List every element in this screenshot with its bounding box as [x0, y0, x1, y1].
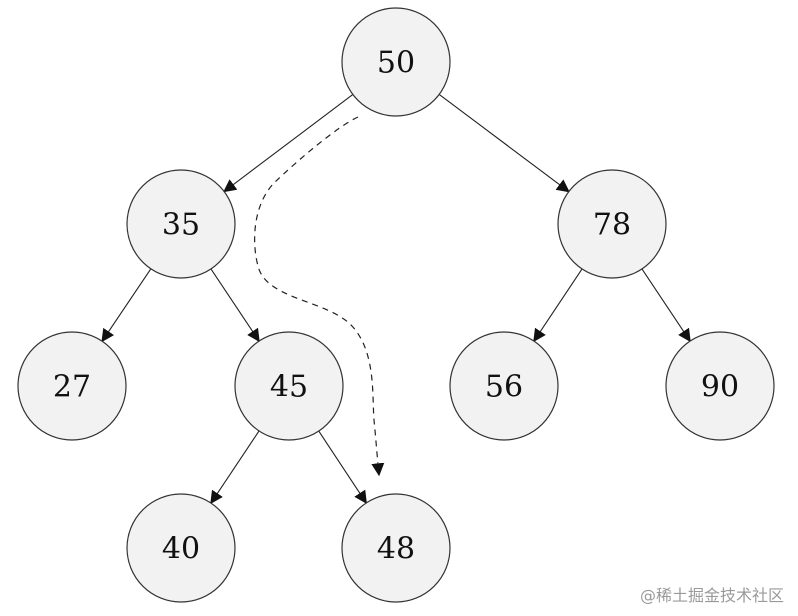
edge-45-40 — [210, 430, 260, 505]
edge-50-35 — [223, 94, 354, 193]
watermark-text: @稀土掘金技术社区 — [639, 586, 784, 605]
node-40: 40 — [126, 493, 236, 603]
search-path-dashed — [254, 116, 385, 477]
node-27-label: 27 — [53, 370, 91, 405]
node-27-circle — [17, 331, 127, 441]
edge-45-48 — [318, 430, 367, 505]
node-35: 35 — [126, 169, 236, 279]
node-90-label: 90 — [701, 370, 739, 405]
node-78-circle — [557, 169, 667, 279]
node-40-circle — [126, 493, 236, 603]
edge-35-27 — [101, 268, 152, 343]
edge-78-90 — [641, 268, 691, 343]
node-45-label: 45 — [270, 370, 308, 405]
node-48-circle — [341, 493, 451, 603]
node-48-label: 48 — [377, 532, 415, 567]
node-48: 48 — [341, 493, 451, 603]
edge-35-45 — [210, 268, 260, 343]
node-78: 78 — [557, 169, 667, 279]
edge-50-78 — [438, 93, 570, 193]
node-45: 45 — [234, 331, 344, 441]
node-50-label: 50 — [377, 46, 415, 81]
node-50: 50 — [341, 7, 451, 117]
node-56: 56 — [449, 331, 559, 441]
node-45-circle — [234, 331, 344, 441]
node-90-circle — [665, 331, 775, 441]
nodes-layer: 50 35 78 27 45 56 90 40 — [17, 7, 775, 603]
node-40-label: 40 — [162, 532, 200, 567]
node-78-label: 78 — [593, 208, 631, 243]
node-27: 27 — [17, 331, 127, 441]
edges-layer — [101, 93, 691, 505]
node-56-label: 56 — [485, 370, 523, 405]
node-50-circle — [341, 7, 451, 117]
node-35-circle — [126, 169, 236, 279]
edge-78-56 — [533, 268, 583, 343]
node-35-label: 35 — [162, 208, 200, 243]
node-90: 90 — [665, 331, 775, 441]
node-56-circle — [449, 331, 559, 441]
